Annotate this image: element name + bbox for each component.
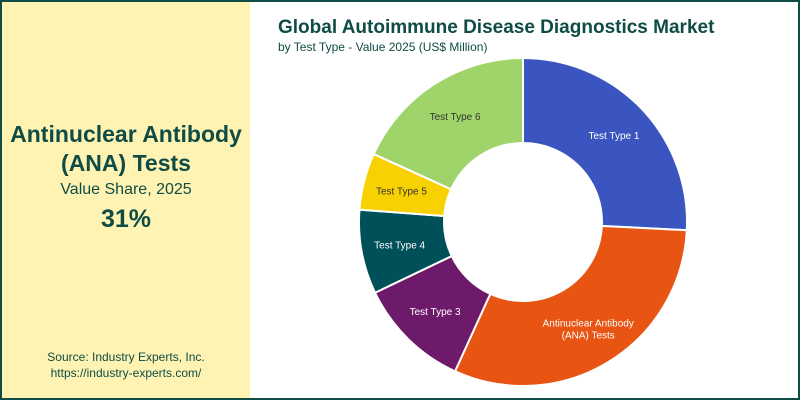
highlight-panel: Antinuclear Antibody (ANA) Tests Value S… xyxy=(2,2,250,398)
slice-label-test-type-5: Test Type 5 xyxy=(376,186,427,197)
source-block: Source: Industry Experts, Inc. https://i… xyxy=(2,349,250,381)
slice-test-type-6 xyxy=(372,56,524,191)
highlight-metric: Value Share, 2025 xyxy=(60,181,192,198)
slice-label-antinuclear-antibody-ana-tests: Antinuclear Antibody(ANA) Tests xyxy=(543,319,634,342)
highlight-segment-line2: (ANA) Tests xyxy=(61,150,191,176)
slice-label-test-type-4: Test Type 4 xyxy=(374,241,425,252)
slice-label-test-type-3: Test Type 3 xyxy=(410,307,461,318)
slice-antinuclear-antibody-ana-tests xyxy=(453,224,688,387)
highlight-block: Antinuclear Antibody (ANA) Tests Value S… xyxy=(2,120,250,234)
source-url[interactable]: https://industry-experts.com/ xyxy=(50,366,202,380)
highlight-share: 31% xyxy=(100,205,152,233)
slice-test-type-1 xyxy=(522,56,688,232)
source-line: Source: Industry Experts, Inc. xyxy=(47,350,205,364)
chart-subtitle: by Test Type - Value 2025 (US$ Million) xyxy=(278,40,488,54)
highlight-segment-line1: Antinuclear Antibody xyxy=(10,121,242,147)
slice-label-test-type-1: Test Type 1 xyxy=(588,131,639,142)
chart-title: Global Autoimmune Disease Diagnostics Ma… xyxy=(278,17,715,38)
slice-label-test-type-6: Test Type 6 xyxy=(430,112,481,123)
